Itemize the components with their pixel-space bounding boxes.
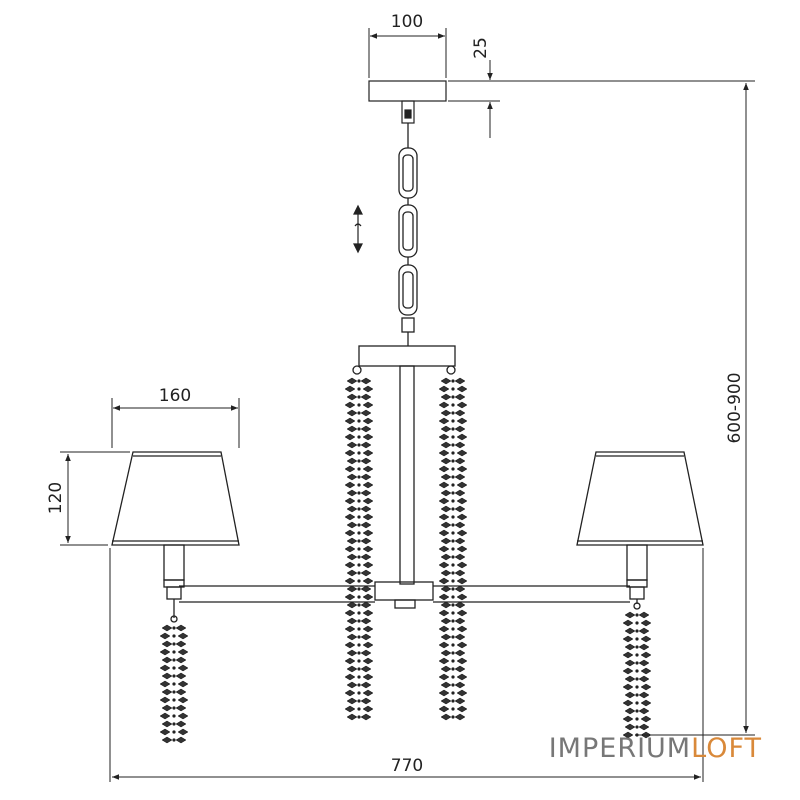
crystal-strands xyxy=(159,377,652,744)
chain xyxy=(398,123,418,346)
dim-shade-width: 160 xyxy=(159,386,191,406)
dimension-lines xyxy=(60,28,755,782)
length-adjust-icon xyxy=(353,204,363,254)
canopy xyxy=(368,80,447,124)
dim-total-width: 770 xyxy=(391,756,423,776)
brand-logo-part1: IMPERIUM xyxy=(548,733,692,764)
brand-logo-part2: LOFT xyxy=(691,733,762,764)
dim-canopy-width: 100 xyxy=(391,12,423,32)
crystal-strand-center-right xyxy=(438,377,468,721)
crystal-strand-right xyxy=(622,611,652,739)
dim-canopy-height: 25 xyxy=(471,37,491,59)
brand-logo: IMPERIUMLOFT xyxy=(549,733,762,764)
right-lamp xyxy=(576,451,704,610)
crystal-strand-left xyxy=(159,624,189,744)
dim-total-height: 600-900 xyxy=(725,372,745,443)
dim-shade-height: 120 xyxy=(46,482,66,514)
crystal-strand-center-left xyxy=(344,377,374,721)
central-body xyxy=(179,345,630,609)
left-lamp xyxy=(111,451,240,623)
